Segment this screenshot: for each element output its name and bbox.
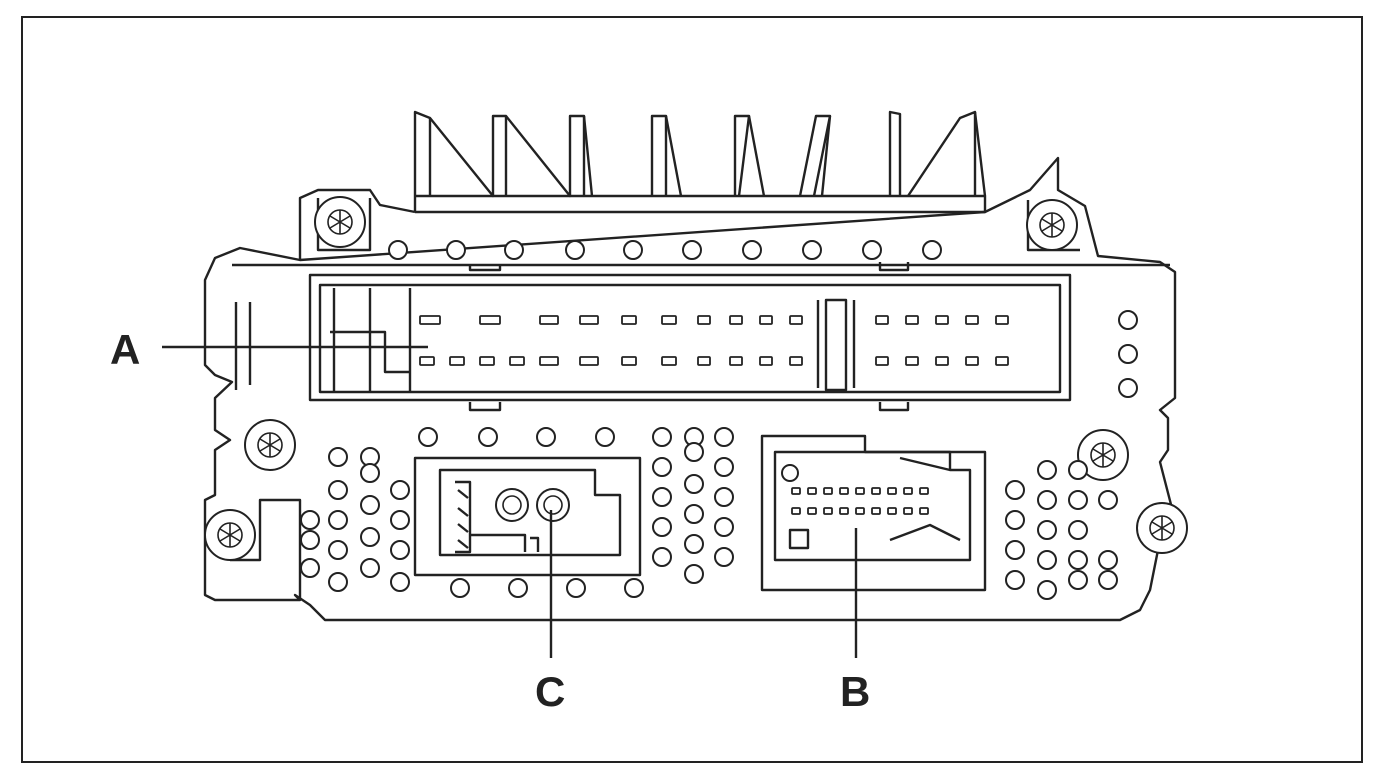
housing [203,156,1177,622]
screw-icon [1136,502,1188,554]
middle-vent-holes [418,427,734,598]
screw-icon [244,419,296,471]
screw-icon [314,196,366,248]
connector-pins-a [419,315,1009,366]
screw-icon [204,509,256,561]
screw-icon [1026,199,1078,251]
callout-label-a: A [110,326,140,373]
top-vent-holes [388,240,942,260]
multi-pin-connector [308,262,1072,412]
callout-label-c: C [535,668,565,715]
callout-label-b: B [840,668,870,715]
left-vent-holes [300,447,410,592]
right-vent-holes [1005,460,1118,600]
coaxial-connector [413,456,642,577]
right-side-holes [1118,310,1138,398]
screws [204,196,1188,561]
connector-pins-b [791,487,929,515]
heat-sink [413,110,987,214]
screw-icon [1077,429,1129,481]
small-multi-pin-connector [760,434,987,592]
